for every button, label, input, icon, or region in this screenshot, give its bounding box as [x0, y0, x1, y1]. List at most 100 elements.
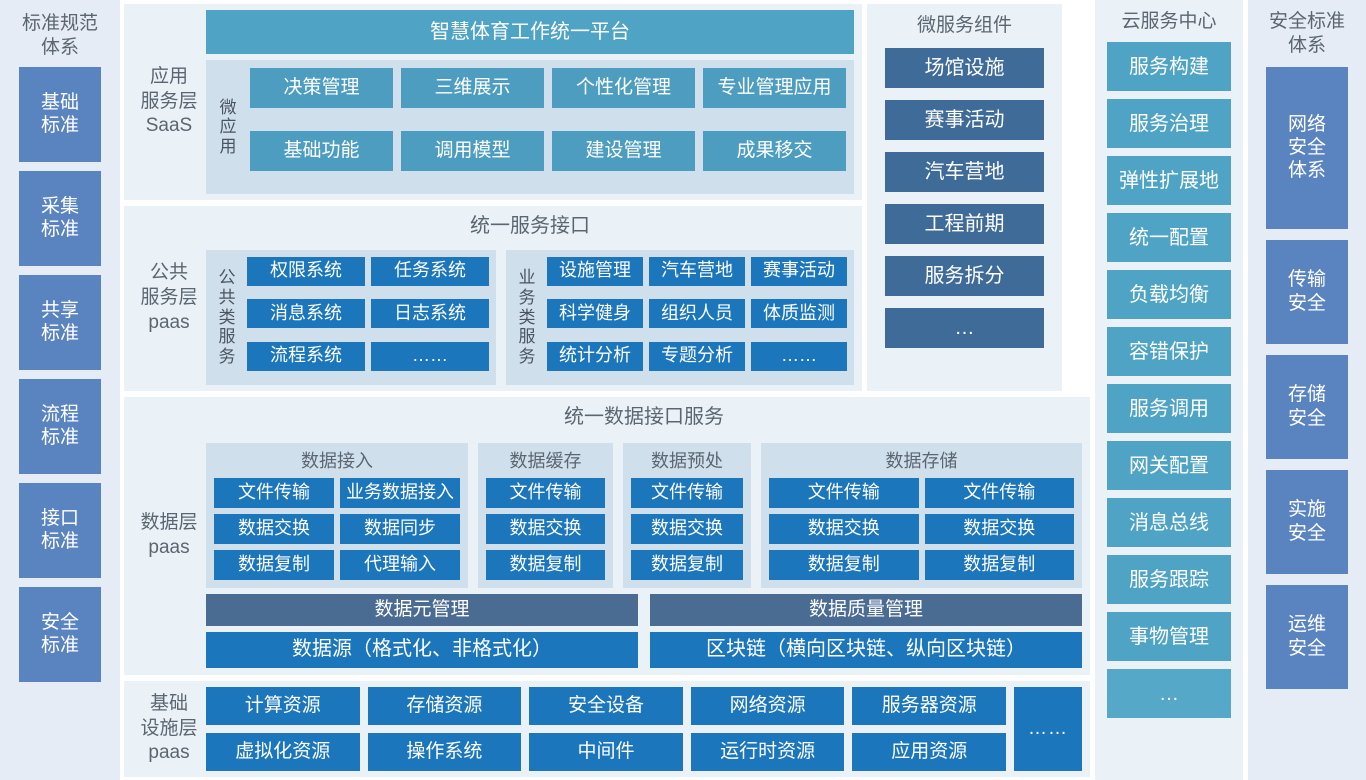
microservice-rv-camp[interactable]: 汽车营地 [885, 152, 1044, 193]
cloud-service-tracing[interactable]: 服务跟踪 [1107, 555, 1231, 605]
standards-item-process[interactable]: 流程 标准 [19, 378, 101, 474]
data-access-business-data[interactable]: 业务数据接入 [340, 477, 460, 508]
microservice-service-split[interactable]: 服务拆分 [885, 256, 1044, 297]
standards-item-basic[interactable]: 基础 标准 [19, 66, 101, 162]
common-service-grid: 权限系统 任务系统 消息系统 日志系统 流程系统 …… [247, 256, 489, 378]
cloud-service-invocation[interactable]: 服务调用 [1107, 384, 1231, 434]
security-network-system[interactable]: 网络 安全 体系 [1266, 66, 1348, 229]
infra-middleware[interactable]: 中间件 [529, 733, 683, 771]
microservice-project-preliminary[interactable]: 工程前期 [885, 204, 1044, 245]
application-layer-body: 智慧体育工作统一平台 微应用 决策管理 三维展示 个性化管理 专业管理应用 基础… [206, 10, 854, 194]
app-3d-display[interactable]: 三维展示 [401, 68, 544, 108]
app-results-handover[interactable]: 成果移交 [703, 131, 846, 171]
common-service-group: 公共类服务 权限系统 任务系统 消息系统 日志系统 流程系统 …… [206, 249, 496, 385]
cloud-load-balancing[interactable]: 负载均衡 [1107, 270, 1231, 320]
data-preprocess-file-transfer[interactable]: 文件传输 [631, 477, 743, 508]
infra-compute-resource[interactable]: 计算资源 [206, 687, 360, 725]
security-operations[interactable]: 运维 安全 [1266, 584, 1348, 689]
standards-item-collection[interactable]: 采集 标准 [19, 170, 101, 266]
service-message-system[interactable]: 消息系统 [247, 299, 365, 329]
service-log-system[interactable]: 日志系统 [371, 299, 489, 329]
data-subgroup-access-title: 数据接入 [301, 450, 373, 471]
app-personalized-management[interactable]: 个性化管理 [552, 68, 695, 108]
service-physique-monitoring[interactable]: 体质监测 [751, 299, 847, 329]
standards-item-interface[interactable]: 接口 标准 [19, 482, 101, 578]
data-cache-data-exchange[interactable]: 数据交换 [486, 513, 605, 544]
unified-data-interface-title: 统一数据接口服务 [564, 406, 724, 428]
cloud-fault-tolerance[interactable]: 容错保护 [1107, 327, 1231, 377]
service-business-more[interactable]: …… [751, 341, 847, 371]
security-transmission[interactable]: 传输 安全 [1266, 239, 1348, 344]
microservice-more[interactable]: … [885, 308, 1044, 349]
common-service-group-label: 公共类服务 [218, 268, 236, 366]
infra-security-device[interactable]: 安全设备 [529, 687, 683, 725]
infrastructure-more-wrap: …… [1014, 687, 1082, 771]
infrastructure-grid: 计算资源 存储资源 安全设备 网络资源 服务器资源 虚拟化资源 操作系统 中间件… [206, 687, 1006, 771]
data-quality-management-bar[interactable]: 数据质量管理 [650, 593, 1082, 626]
app-basic-functions[interactable]: 基础功能 [250, 131, 393, 171]
data-access-data-exchange[interactable]: 数据交换 [214, 513, 334, 544]
service-event-activity[interactable]: 赛事活动 [751, 256, 847, 286]
data-storage-data-replication-1[interactable]: 数据复制 [769, 549, 919, 580]
infra-operating-system[interactable]: 操作系统 [367, 733, 522, 771]
micro-app-group: 微应用 决策管理 三维展示 个性化管理 专业管理应用 基础功能 调用模型 建设管… [206, 60, 854, 194]
cloud-service-column: 云服务中心 服务构建 服务治理 弹性扩展地 统一配置 负载均衡 容错保护 服务调… [1095, 0, 1243, 780]
infra-runtime-resource[interactable]: 运行时资源 [690, 733, 845, 771]
app-decision-management[interactable]: 决策管理 [250, 68, 393, 108]
metadata-management-bar[interactable]: 数据元管理 [206, 593, 638, 626]
security-implementation[interactable]: 实施 安全 [1266, 469, 1348, 574]
service-thematic-analysis[interactable]: 专题分析 [649, 341, 745, 371]
public-service-layer: 公共 服务层 paas 统一服务接口 公共类服务 权限系统 任务系统 消息系统 … [124, 206, 862, 391]
data-storage-data-exchange-1[interactable]: 数据交换 [769, 513, 919, 544]
data-access-data-sync[interactable]: 数据同步 [340, 513, 460, 544]
security-storage[interactable]: 存储 安全 [1266, 354, 1348, 459]
cloud-transaction-management[interactable]: 事物管理 [1107, 612, 1231, 662]
cloud-gateway-config[interactable]: 网关配置 [1107, 441, 1231, 491]
cloud-more[interactable]: … [1107, 669, 1231, 719]
microservice-event-activity[interactable]: 赛事活动 [885, 100, 1044, 141]
cloud-message-bus[interactable]: 消息总线 [1107, 498, 1231, 548]
infra-more[interactable]: …… [1014, 687, 1082, 771]
service-statistical-analysis[interactable]: 统计分析 [547, 341, 643, 371]
blockchain-bar[interactable]: 区块链（横向区块链、纵向区块链） [650, 631, 1082, 668]
data-preprocess-data-exchange[interactable]: 数据交换 [631, 513, 743, 544]
infra-network-resource[interactable]: 网络资源 [690, 687, 845, 725]
data-access-agent-input[interactable]: 代理输入 [340, 549, 460, 580]
cloud-service-governance[interactable]: 服务治理 [1107, 99, 1231, 149]
app-construction-management[interactable]: 建设管理 [552, 131, 695, 171]
infra-virtualization-resource[interactable]: 虚拟化资源 [206, 733, 360, 771]
data-access-file-transfer[interactable]: 文件传输 [214, 477, 334, 508]
service-common-more[interactable]: …… [371, 341, 489, 371]
service-organization-personnel[interactable]: 组织人员 [649, 299, 745, 329]
service-rv-camp[interactable]: 汽车营地 [649, 256, 745, 286]
data-storage-data-exchange-2[interactable]: 数据交换 [924, 513, 1074, 544]
service-task-system[interactable]: 任务系统 [371, 256, 489, 286]
data-access-data-replication[interactable]: 数据复制 [214, 549, 334, 580]
standards-item-sharing[interactable]: 共享 标准 [19, 274, 101, 370]
upper-region: 应用 服务层 SaaS 智慧体育工作统一平台 微应用 决策管理 三维展示 个性化… [124, 4, 1090, 391]
app-professional-management[interactable]: 专业管理应用 [703, 68, 846, 108]
standards-column-title: 标准规范 体系 [21, 13, 98, 59]
data-layer-body: 统一数据接口服务 数据接入 文件传输 业务数据接入 数据交换 数据同步 数据复制… [206, 403, 1082, 669]
data-cache-file-transfer[interactable]: 文件传输 [486, 477, 605, 508]
data-storage-data-replication-2[interactable]: 数据复制 [924, 549, 1074, 580]
data-subgroup-storage-title: 数据存储 [885, 450, 958, 471]
data-cache-data-replication[interactable]: 数据复制 [486, 549, 605, 580]
cloud-service-build[interactable]: 服务构建 [1107, 42, 1231, 92]
service-facility-management[interactable]: 设施管理 [547, 256, 643, 286]
data-source-bar[interactable]: 数据源（格式化、非格式化） [206, 631, 638, 668]
standards-item-security[interactable]: 安全 标准 [19, 586, 101, 682]
cloud-elastic-scaling[interactable]: 弹性扩展地 [1107, 156, 1231, 206]
infra-server-resource[interactable]: 服务器资源 [852, 687, 1006, 725]
microservice-venue-facility[interactable]: 场馆设施 [885, 48, 1044, 89]
data-preprocess-data-replication[interactable]: 数据复制 [631, 549, 743, 580]
app-invoke-model[interactable]: 调用模型 [401, 131, 544, 171]
service-permission-system[interactable]: 权限系统 [247, 256, 365, 286]
service-process-system[interactable]: 流程系统 [247, 341, 365, 371]
cloud-unified-config[interactable]: 统一配置 [1107, 213, 1231, 263]
data-storage-file-transfer-2[interactable]: 文件传输 [924, 477, 1074, 508]
infra-application-resource[interactable]: 应用资源 [852, 733, 1006, 771]
infra-storage-resource[interactable]: 存储资源 [367, 687, 522, 725]
data-storage-file-transfer-1[interactable]: 文件传输 [769, 477, 919, 508]
service-scientific-fitness[interactable]: 科学健身 [547, 299, 643, 329]
